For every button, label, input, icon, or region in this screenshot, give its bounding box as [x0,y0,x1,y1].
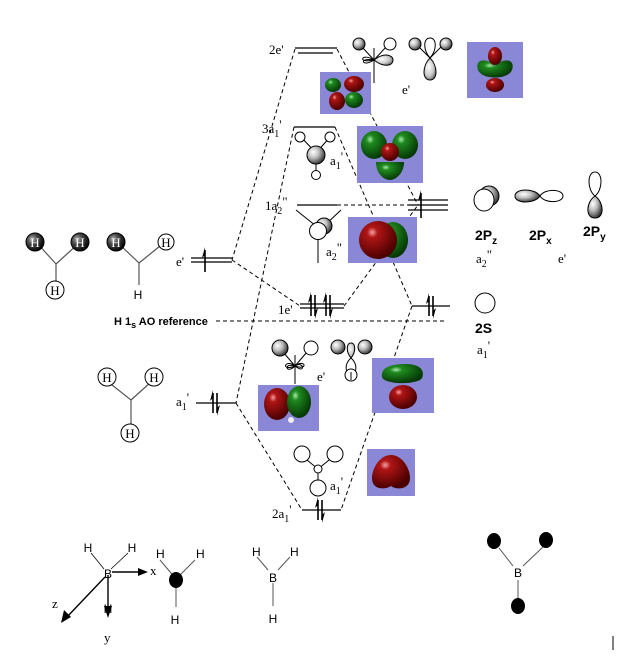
corr-3a1-left [235,126,295,404]
label-2px: 2Px [529,227,552,247]
label-ligand-e: e' [176,254,184,269]
svg-text:H: H [128,541,137,555]
mo-picture-1a2pp [348,217,417,263]
electrons [202,190,436,523]
svg-text:B: B [104,567,112,581]
boron-2pz-orbital [473,185,500,212]
hydrogen-atom [157,233,175,251]
svg-text:H: H [269,612,278,626]
label-2s-sym: a1' [477,338,490,361]
label-salc-2a1: a1' [330,474,343,497]
axes-frame: H H B H x y z [52,541,157,645]
hydrogen-atom [106,232,126,252]
hydrogen-atom [120,423,140,443]
label-salc-3a1: a1' [330,149,343,172]
hydrogen-atom [97,367,117,387]
svg-text:H: H [171,613,180,627]
label-2pz: 2Pz [475,227,497,247]
boron-2s-orbital [474,292,496,314]
electron-pair-icon [308,292,318,319]
svg-text:H: H [50,283,59,298]
label-salc-2e: e' [402,82,410,97]
salc-sketch-1e-a [271,339,319,384]
h3-salc-e-2: H H H [106,232,175,302]
electron-pair-icon [426,293,436,319]
mo-picture-1e-a [258,385,319,431]
axis-label-x: x [150,563,157,578]
label-1e: 1e' [278,302,293,317]
salc-sketch-2e-b [408,37,453,81]
svg-text:H: H [84,541,93,555]
electron-pair-icon [210,390,220,416]
svg-text:H: H [149,370,158,385]
label-3a1: 3a1' [262,117,282,140]
salc-sketch-2e-a [352,37,397,83]
axis-label-y: y [104,630,111,645]
h3-salc-a1: H H H [97,367,164,443]
bh3-structure: H H B H [252,545,299,626]
correlation-lines [216,48,447,511]
svg-text:H: H [156,547,165,561]
salc-sketch-2a1 [293,445,344,497]
svg-text:H: H [30,235,39,250]
mo-levels [191,47,450,511]
electron-up-icon [418,190,422,218]
mo-picture-1e-b [372,358,434,413]
corr-2e-left [231,48,296,261]
label-2e: 2e' [269,42,284,57]
boron-2py-orbital [587,171,603,219]
hydrogen-atom [25,232,45,252]
mo-picture-2e-b [467,42,523,98]
boron-2px-orbital [514,189,564,203]
electron-up-icon [202,247,206,272]
salc-sketch-3a1 [294,131,336,180]
h1s-reference-label: H 1s AO reference [114,316,208,330]
svg-text:H: H [196,547,205,561]
level-labels: 2e' 3a1' 1a2" 1e' 2a1' e' a1' [176,42,293,525]
label-2s: 2S [475,320,492,336]
svg-text:H: H [104,602,113,616]
svg-text:H: H [102,370,111,385]
electron-pair-icon [315,497,325,523]
salc-sketch-1a2pp [295,209,342,263]
h3-salc-e-1: H H H [25,232,90,300]
svg-text:H: H [111,235,120,250]
label-salc-1e: e' [317,369,325,384]
electron-pair-icon [323,292,333,319]
label-2py: 2Py [583,223,606,243]
svg-text:H: H [134,288,143,302]
svg-text:H: H [75,235,84,250]
svg-text:B: B [514,566,522,580]
label-2pxy-sym: e' [558,251,566,266]
label-1a2pp: 1a2" [265,194,288,217]
bh3-filled-center: H H H [156,547,205,627]
salc-sketch-1e-b [330,339,373,382]
mo-picture-2e-a [320,72,371,114]
corr-3a1-right [334,126,413,307]
axis-label-z: z [52,596,58,611]
svg-text:H: H [161,235,170,250]
label-salc-a2pp: a2" [326,240,342,263]
hydrogen-atom [45,280,65,300]
svg-text:B: B [269,571,277,585]
hydrogen-atom [70,232,90,252]
label-2a1: 2a1' [272,502,292,525]
hydrogen-atom [144,367,164,387]
label-ligand-a1: a1' [176,390,189,413]
svg-text:H: H [290,545,299,559]
label-2pz-sym: a2" [476,247,492,270]
corr-e-lig-1e [231,259,301,307]
mo-picture-2a1 [367,449,415,496]
svg-text:H: H [252,545,261,559]
bh3-filled-hydrogens: B [487,532,553,614]
boron-p-labels: 2Pz 2Px 2Py [475,223,606,247]
svg-text:H: H [125,426,134,441]
mo-picture-3a1 [357,126,423,183]
